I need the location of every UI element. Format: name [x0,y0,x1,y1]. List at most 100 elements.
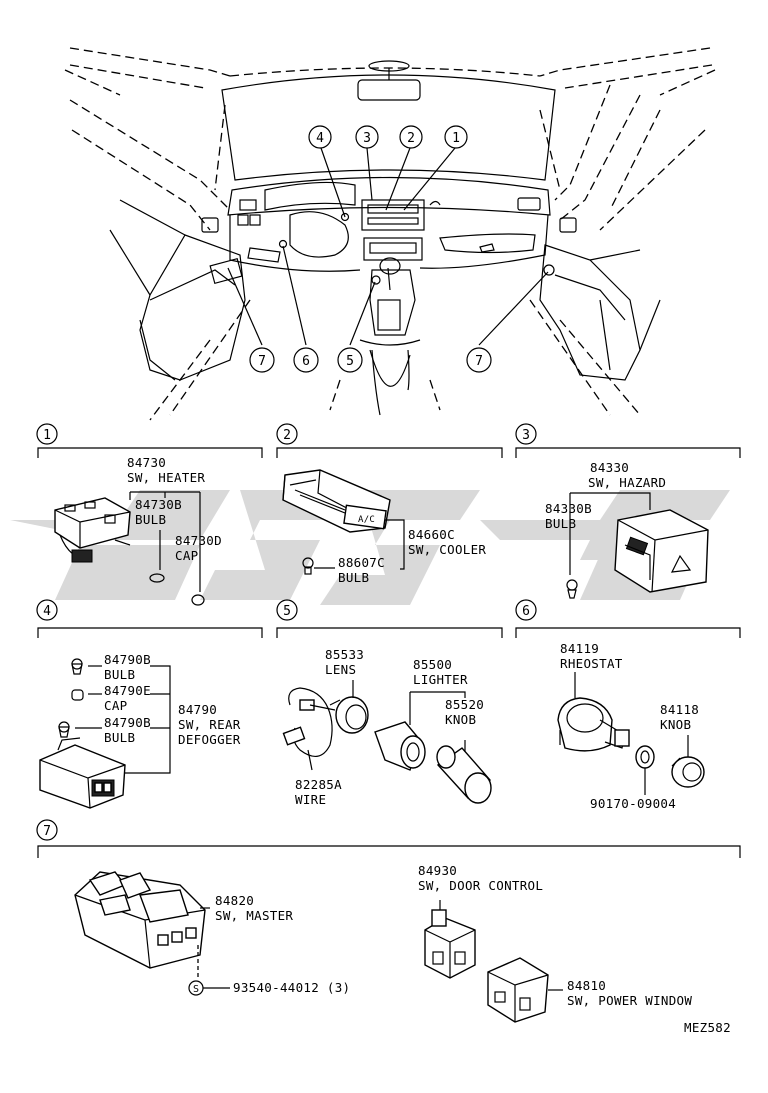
svg-text:CAP: CAP [175,548,198,563]
svg-text:2: 2 [283,428,291,443]
bulb-88607c [302,557,335,575]
svg-text:S: S [193,984,199,995]
car-interior-overview [64,47,716,421]
svg-text:1: 1 [43,428,51,443]
svg-text:84330B: 84330B [545,501,592,516]
callout-6: 6 [293,347,319,373]
svg-text:3: 3 [363,131,371,146]
callout-3: 3 [355,125,379,149]
svg-text:84119: 84119 [560,641,599,656]
svg-text:84790E: 84790E [104,683,151,698]
svg-text:5: 5 [346,354,354,369]
svg-text:5: 5 [283,604,291,619]
svg-text:84790B: 84790B [104,715,151,730]
svg-text:BULB: BULB [104,730,135,745]
power-window-switch-84810-part [487,957,549,1023]
svg-text:KNOB: KNOB [660,717,691,732]
svg-text:CAP: CAP [104,698,127,713]
lighter-85500-part [374,721,426,771]
svg-text:SW, DOOR CONTROL: SW, DOOR CONTROL [418,878,543,893]
svg-text:LENS: LENS [325,662,356,677]
svg-text:90170-09004: 90170-09004 [590,796,676,811]
cap-84790e [71,689,84,701]
svg-text:WIRE: WIRE [295,792,326,807]
svg-text:SW, MASTER: SW, MASTER [215,908,293,923]
svg-text:4: 4 [43,604,51,619]
svg-text:7: 7 [43,824,51,839]
svg-text:SW, COOLER: SW, COOLER [408,542,486,557]
section-1: 1 84730 SW, HEATER 84730B BULB 84730D CA… [36,423,263,606]
master-switch-84820-part [74,871,206,969]
heater-switch-part [54,497,131,563]
wire-82285a-part [282,687,336,757]
bulb-84790b-top [71,658,83,675]
svg-text:3: 3 [522,428,530,443]
section-4: 4 84790B BULB 84790E CAP [36,599,263,809]
callout-2: 2 [399,125,423,149]
cap-84730d [191,594,205,606]
svg-text:6: 6 [522,604,530,619]
svg-text:KNOB: KNOB [445,712,476,727]
svg-text:SW, REAR: SW, REAR [178,717,241,732]
svg-text:84118: 84118 [660,702,699,717]
svg-text:BULB: BULB [104,667,135,682]
svg-text:LIGHTER: LIGHTER [413,672,468,687]
bulb-84790b-bottom [58,721,70,738]
svg-text:6: 6 [302,354,310,369]
section-7: 7 S [36,819,741,1023]
svg-text:SW, POWER WINDOW: SW, POWER WINDOW [567,993,692,1008]
svg-text:88607C: 88607C [338,555,385,570]
callout-5: 5 [337,347,363,373]
bulb-84330b [566,579,578,599]
section-6: 6 84119 RHEOSTAT 84118 KNOB 90170-09004 [515,599,741,811]
svg-text:BULB: BULB [545,516,576,531]
cooler-switch-part: A/C [282,469,391,533]
svg-text:BULB: BULB [338,570,369,585]
svg-text:7: 7 [475,354,483,369]
svg-text:84810: 84810 [567,978,606,993]
svg-text:2: 2 [407,131,415,146]
svg-text:1: 1 [452,131,460,146]
svg-text:93540-44012 (3): 93540-44012 (3) [233,980,350,995]
svg-text:DEFOGGER: DEFOGGER [178,732,241,747]
callout-7-left: 7 [249,347,275,373]
rear-defogger-switch-part [39,737,126,809]
svg-text:84660C: 84660C [408,527,455,542]
screw-93540-44012: S [188,980,230,996]
svg-text:84730B: 84730B [135,497,182,512]
svg-text:85500: 85500 [413,657,452,672]
clip-90170-09004-part [635,745,655,769]
svg-text:84790: 84790 [178,702,217,717]
svg-text:82285A: 82285A [295,777,342,792]
svg-text:84730: 84730 [127,455,166,470]
svg-text:85533: 85533 [325,647,364,662]
section-5: 5 85533 LENS 85500 LIGH [276,599,503,807]
hazard-switch-part [614,509,709,593]
knob-85520-part [436,745,492,804]
callout-7-right: 7 [466,347,492,373]
callout-4: 4 [308,125,332,149]
svg-text:A/C: A/C [358,515,375,525]
svg-text:BULB: BULB [135,512,166,527]
svg-text:84330: 84330 [590,460,629,475]
section-2: 2 A/C 84660C SW, COOLER 88607C BULB [276,423,503,585]
door-control-switch-84930-part [424,909,476,979]
svg-text:84790B: 84790B [104,652,151,667]
svg-text:RHEOSTAT: RHEOSTAT [560,656,623,671]
svg-text:4: 4 [316,131,324,146]
knob-84118-part [671,756,705,788]
section-3: 3 84330 SW, HAZARD 84330B BULB [515,423,741,599]
rheostat-84119-part [557,697,630,752]
callout-1: 1 [444,125,468,149]
svg-text:84730D: 84730D [175,533,222,548]
svg-text:SW, HEATER: SW, HEATER [127,470,205,485]
lens-85533-part [329,696,369,734]
bulb-84730b [149,573,165,583]
svg-text:84930: 84930 [418,863,457,878]
diagram-code: MEZ582 [684,1020,731,1035]
svg-text:84820: 84820 [215,893,254,908]
svg-text:7: 7 [258,354,266,369]
svg-text:SW, HAZARD: SW, HAZARD [588,475,666,490]
